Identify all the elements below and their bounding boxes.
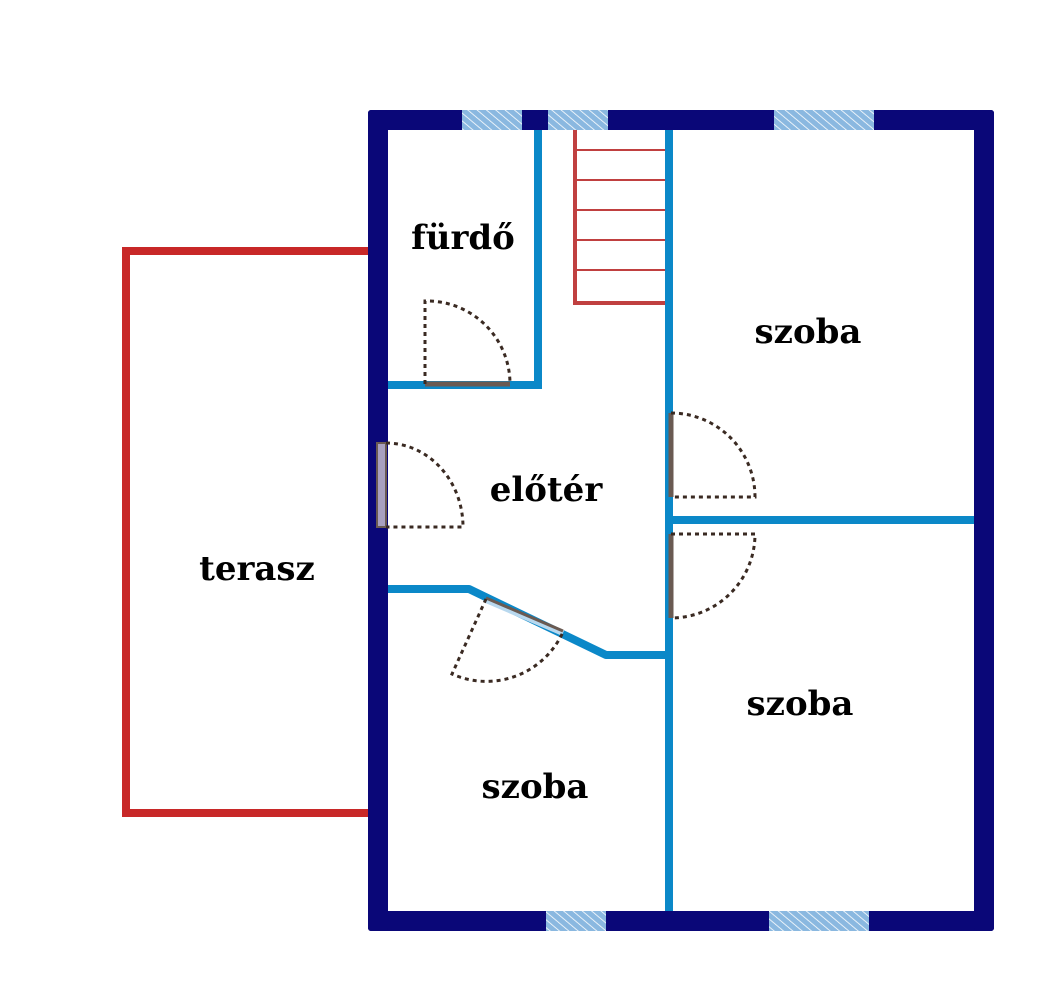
room-label-bathroom: fürdő (411, 218, 515, 258)
room-label-terrace: terasz (199, 549, 315, 589)
window-bottom-2 (769, 911, 869, 931)
door-room-top-right (668, 411, 757, 499)
windows (462, 110, 874, 931)
room-label-hallway: előtér (490, 470, 604, 510)
window-bottom-1 (546, 911, 606, 931)
terrace-outline (122, 247, 368, 817)
door-room-bottom-left (450, 596, 565, 683)
door-room-bottom-right (668, 532, 757, 620)
door-bathroom (423, 299, 512, 387)
room-label-room-bottom-left: szoba (482, 767, 589, 807)
stairs (573, 130, 665, 305)
window-top-1 (462, 110, 522, 130)
room-label-room-top-right: szoba (755, 312, 862, 352)
window-top-2 (548, 110, 608, 130)
room-label-room-bottom-right: szoba (747, 684, 854, 724)
window-top-3 (774, 110, 874, 130)
door-entrance (376, 441, 465, 529)
